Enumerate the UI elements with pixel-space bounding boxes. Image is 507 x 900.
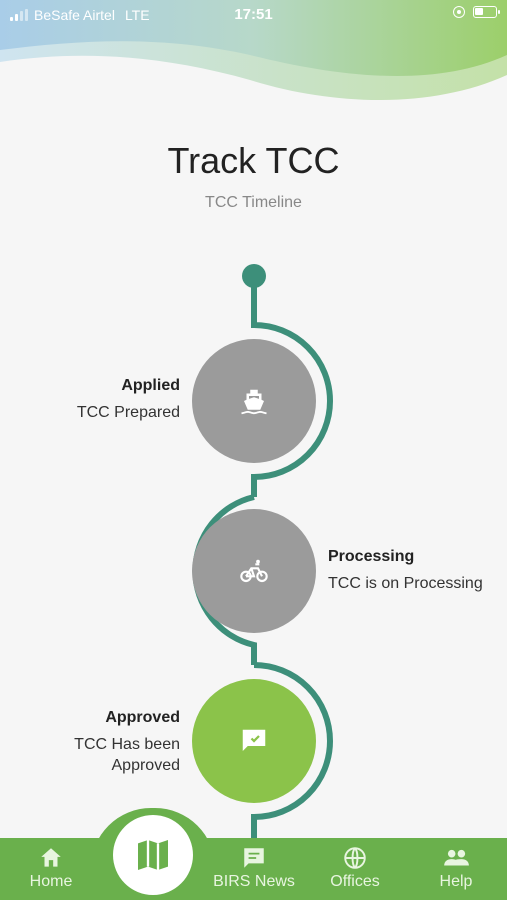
message-check-icon: [242, 729, 266, 751]
nav-offices[interactable]: Offices: [305, 845, 405, 891]
map-icon: [138, 840, 168, 870]
carrier-name: BeSafe Airtel: [34, 7, 115, 23]
chat-icon: [244, 848, 264, 868]
page-subtitle: TCC Timeline: [205, 194, 302, 211]
step-approved-circle[interactable]: [192, 679, 316, 803]
battery-icon: [473, 6, 500, 18]
step-processing-description: TCC is on Processing: [328, 575, 483, 592]
step-applied-status: Applied: [121, 377, 180, 394]
status-bar: BeSafe Airtel LTE 17:51: [0, 0, 507, 30]
network-type: LTE: [124, 7, 150, 23]
nav-home[interactable]: Home: [1, 845, 101, 891]
people-icon: [444, 849, 469, 866]
timeline-start-dot: [242, 264, 266, 288]
rotation-lock-icon: [453, 6, 465, 18]
step-approved-description-line1: TCC Has been: [74, 736, 180, 753]
step-applied-circle[interactable]: [192, 339, 316, 463]
clock: 17:51: [234, 6, 273, 23]
step-processing-label: Processing TCC is on Processing: [328, 546, 483, 594]
step-approved-status: Approved: [105, 709, 180, 726]
carrier-info: BeSafe Airtel LTE: [10, 7, 150, 23]
nav-offices-label: Offices: [330, 873, 380, 890]
nav-help[interactable]: Help: [406, 845, 506, 891]
home-icon: [41, 848, 61, 867]
nav-map-button[interactable]: [113, 815, 193, 895]
step-processing-status: Processing: [328, 548, 415, 565]
nav-help-label: Help: [439, 873, 473, 890]
nav-birs-news[interactable]: BIRS News: [204, 845, 304, 891]
step-applied-description: TCC Prepared: [76, 404, 180, 421]
globe-icon: [344, 847, 366, 869]
nav-home-label: Home: [29, 873, 73, 890]
signal-icon: [10, 9, 28, 21]
status-icons: [453, 6, 500, 18]
step-applied-label: Applied TCC Prepared: [77, 375, 180, 423]
step-approved-description-line2: Approved: [111, 757, 181, 774]
header-wave-background: [0, 0, 507, 100]
page-title: Track TCC: [167, 140, 340, 181]
step-processing-circle[interactable]: [192, 509, 316, 633]
nav-birs-news-label: BIRS News: [213, 873, 295, 890]
bicycle-icon: [240, 559, 268, 583]
step-approved-label: Approved TCC Has been Approved: [74, 707, 180, 776]
ship-icon: [241, 389, 267, 415]
